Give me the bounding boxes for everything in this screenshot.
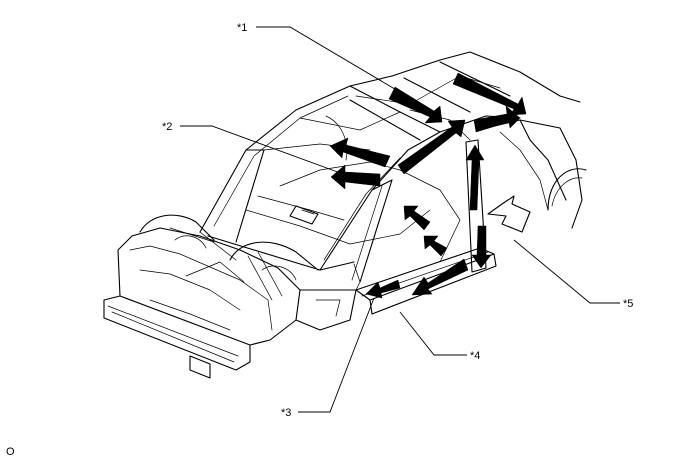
load-arrow-roof-left-front (388, 86, 443, 124)
load-arrow-bpillar-up (465, 144, 485, 211)
load-arrow-bpillar-down (471, 225, 492, 269)
load-path-arrows (329, 72, 527, 299)
load-arrow-rear-header (473, 105, 521, 133)
load-arrow-rocker-front (365, 279, 401, 299)
load-arrow-floor-lower (423, 235, 448, 257)
car-body-shell-icon (103, 51, 587, 379)
load-arrow-roof-left-rear (452, 72, 527, 116)
load-arrow-rocker-rear (411, 258, 469, 296)
callout-label-1: *1 (237, 22, 247, 34)
leader-3 (298, 297, 375, 413)
side-impact-arrow (487, 195, 531, 233)
callout-label-3: *3 (281, 407, 291, 419)
leader-2 (180, 125, 355, 179)
load-arrow-floor-upper (403, 205, 431, 231)
leader-4 (399, 311, 467, 356)
figure-code: O (6, 446, 15, 458)
load-arrow-front-header-lower (330, 164, 381, 190)
callout-label-5: *5 (623, 298, 633, 310)
load-arrow-roof-diagonal (397, 119, 466, 175)
leader-1 (256, 26, 411, 99)
leader-5 (513, 239, 620, 304)
callout-label-4: *4 (470, 350, 480, 362)
callout-leaders (180, 26, 620, 413)
callout-label-2: *2 (162, 121, 172, 133)
load-arrow-front-header-upper (329, 137, 391, 168)
